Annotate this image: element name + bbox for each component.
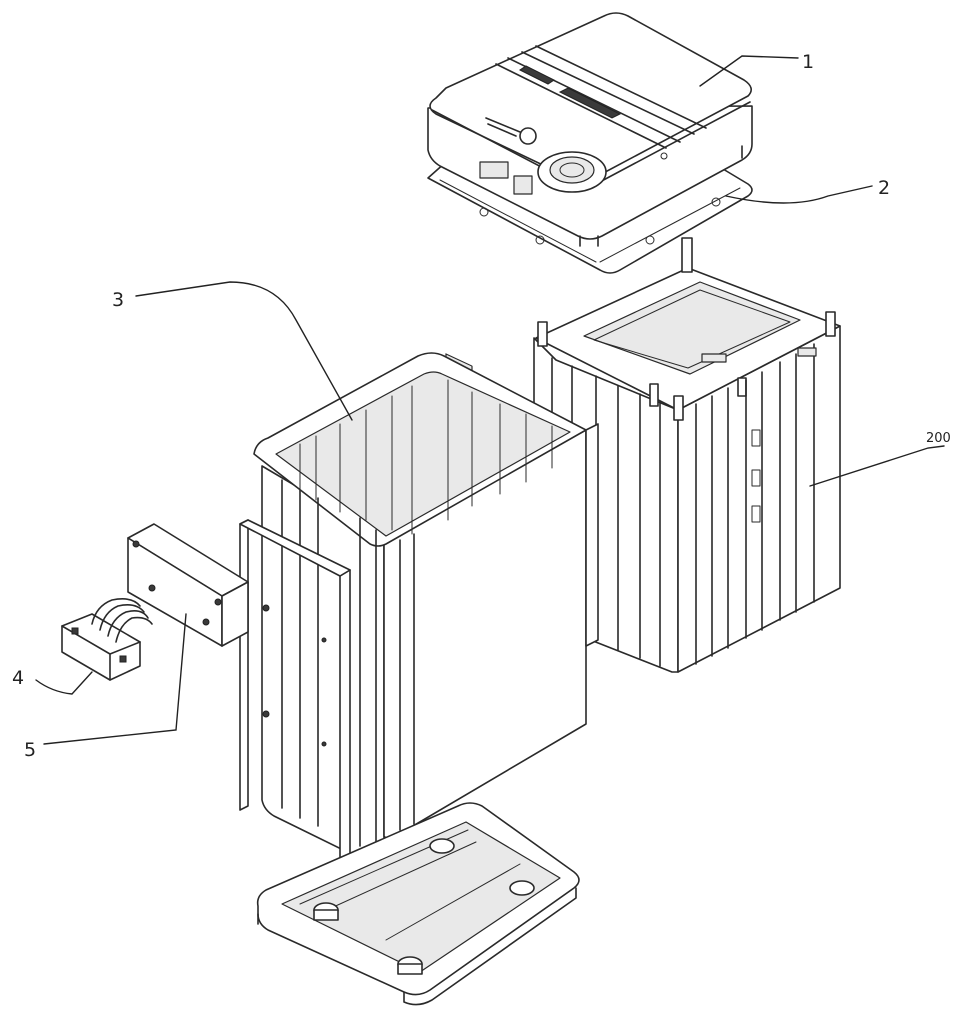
label-3: 3: [112, 289, 124, 311]
base-tray-part: [256, 802, 580, 1006]
label-5: 5: [24, 739, 36, 761]
housing-part: [239, 352, 599, 871]
leader-line-1: [699, 55, 799, 87]
top-cover-part: [427, 12, 753, 385]
connector-part: [61, 598, 153, 681]
label-4: 4: [12, 667, 24, 689]
leader-line-4: [35, 671, 93, 695]
leader-line-5: [43, 613, 187, 745]
label-2: 2: [878, 177, 890, 199]
leader-line-200: [809, 445, 945, 487]
label-200: 200: [926, 431, 951, 446]
plate-part: [127, 523, 249, 647]
label-1: 1: [802, 51, 814, 73]
leader-line-3: [135, 281, 353, 421]
leader-line-2: [725, 185, 873, 204]
